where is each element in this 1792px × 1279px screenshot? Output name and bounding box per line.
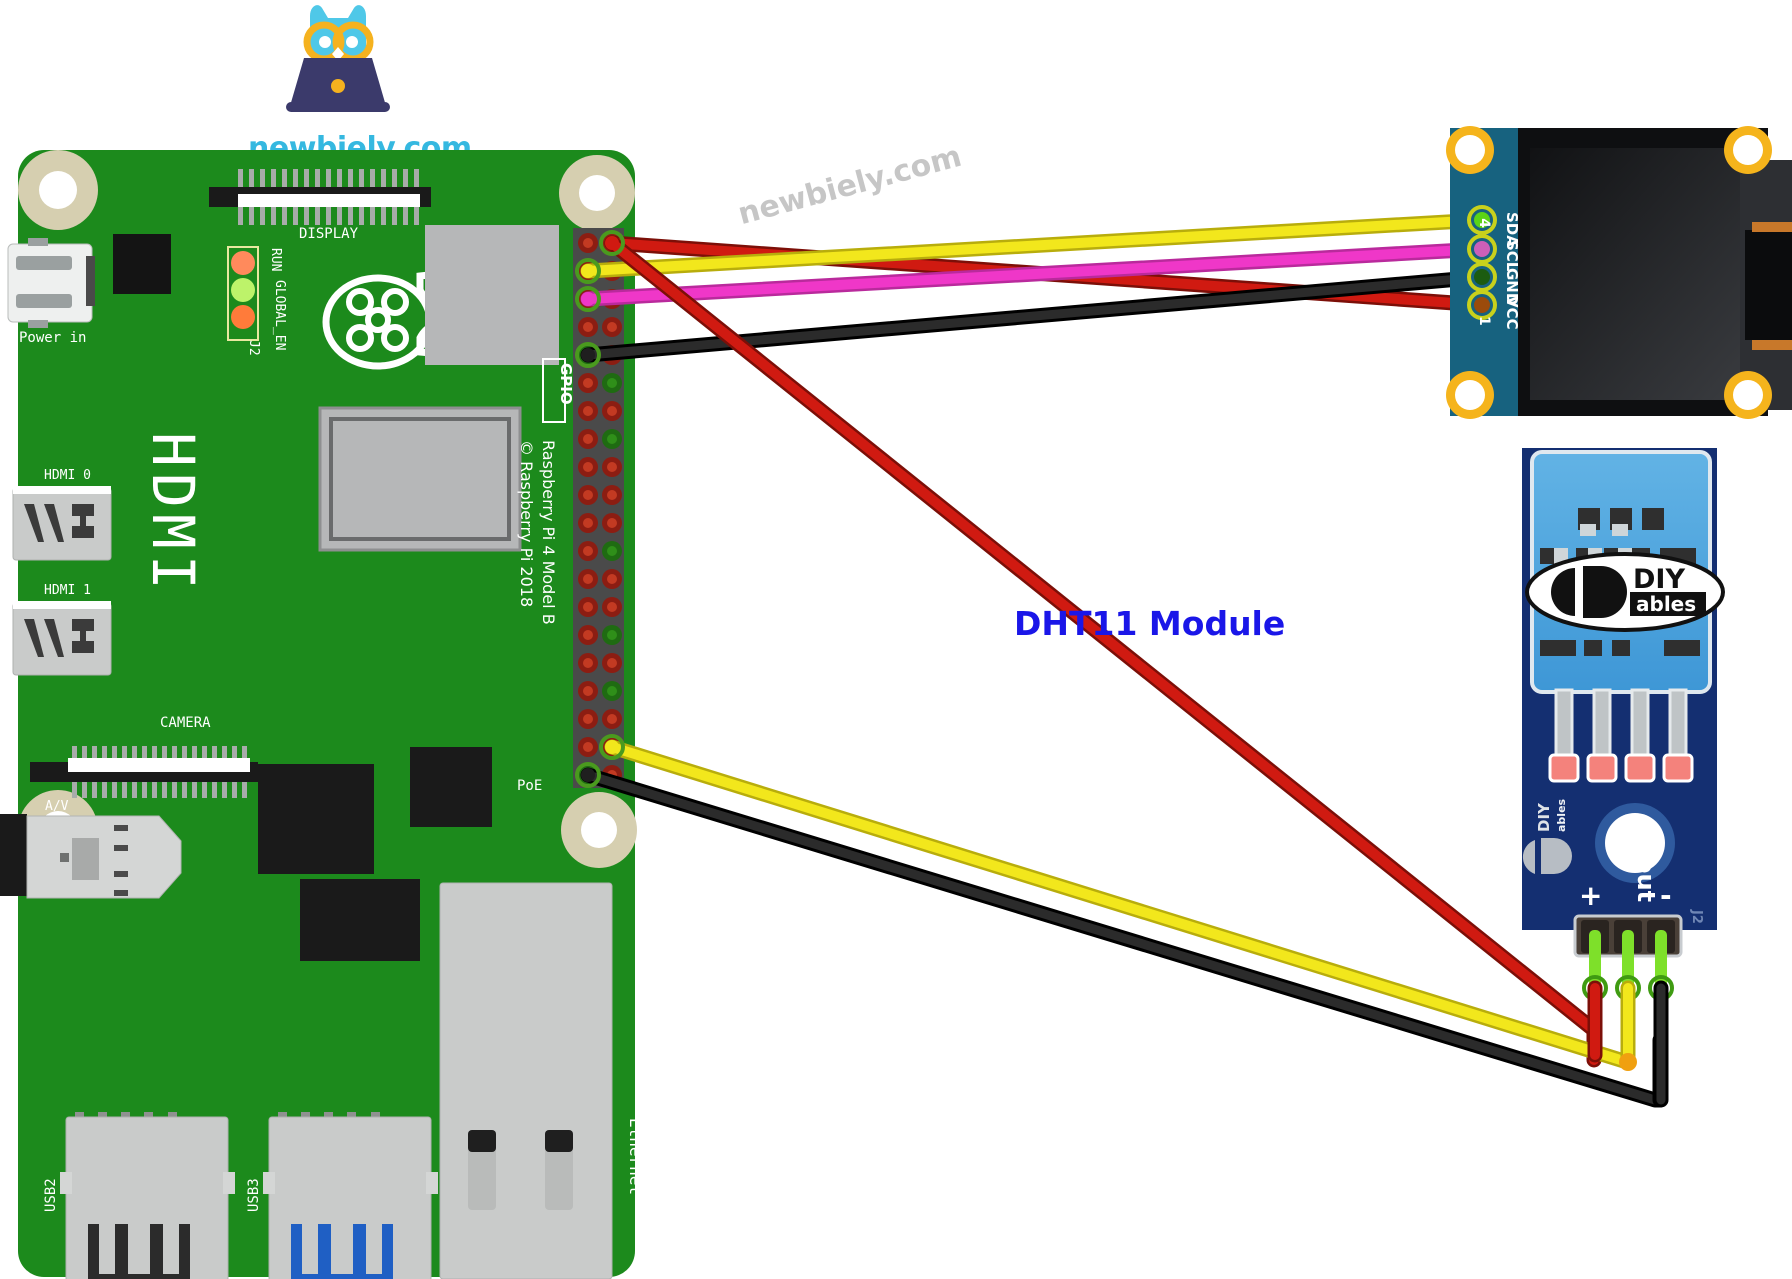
- diyables-logo-oval: DIY ables: [1525, 552, 1725, 632]
- wire-dht11-gnd-black: [580, 767, 1668, 1108]
- label-usb3: USB3: [246, 1178, 262, 1212]
- av-jack: [0, 814, 182, 899]
- chip-usb: [258, 764, 374, 874]
- chip-soc: [318, 406, 522, 552]
- label-hdmi-large: HDMI: [139, 432, 207, 596]
- dht11-sensor: DIY ables: [1525, 450, 1725, 694]
- label-gpio: GPIO: [557, 363, 575, 405]
- mounting-holes: [18, 150, 637, 870]
- raspberry-pi-board: Power in: [0, 150, 645, 1279]
- camera-connector: [30, 746, 258, 798]
- label-power-in: Power in: [19, 330, 86, 346]
- hdmi1-port: [12, 601, 112, 676]
- label-camera: CAMERA: [160, 715, 211, 731]
- dht11-module-annotation: DHT11 Module: [1014, 604, 1286, 643]
- label-run: RUN: [268, 248, 283, 271]
- wire-endcaps-gpio: [575, 230, 625, 788]
- dht11-pin-label-plus: +: [1579, 879, 1602, 912]
- oled-display-module: SDA SCL GND VCC 4 1: [1446, 126, 1792, 419]
- label-av: A/V: [45, 799, 69, 814]
- j2-led-header: [227, 246, 259, 341]
- oled-pin-label-sda: SDA: [1503, 212, 1521, 247]
- label-poe: PoE: [517, 778, 542, 794]
- diyables-diy-text: DIY: [1633, 564, 1685, 595]
- dht11-board-mark: DIY ables: [1522, 798, 1572, 874]
- wire-oled-sda-yellow: [580, 212, 1490, 279]
- dht11-brand-mark: DIY: [1535, 802, 1553, 832]
- oled-pin-number-1: 1: [1476, 316, 1492, 326]
- oled-pin-label-vcc: VCC: [1503, 296, 1521, 330]
- oled-pin-label-gnd: GND: [1503, 268, 1521, 305]
- ethernet-port: [439, 882, 613, 1279]
- dht11-brand-mark2: ables: [1555, 798, 1568, 832]
- chip-misc: [300, 879, 420, 961]
- board-copyright: © Raspberry Pi 2018: [517, 440, 536, 607]
- hdmi0-port: [12, 486, 112, 561]
- gpio-header[interactable]: [573, 228, 624, 788]
- dht11-pin-label-out: out: [1632, 857, 1660, 902]
- dht11-out-wire-joint: [1619, 1053, 1637, 1071]
- label-hdmi-1: HDMI 1: [44, 583, 91, 598]
- chip-pmic: [113, 234, 171, 294]
- diyables-ables-text: ables: [1636, 592, 1696, 616]
- label-display: DISPLAY: [299, 226, 359, 242]
- usb2-port: [60, 1112, 235, 1279]
- power-connector: [7, 238, 95, 328]
- oled-pins[interactable]: [1467, 205, 1497, 320]
- label-ethernet: Ethernet: [626, 1118, 645, 1195]
- usb3-port: [263, 1112, 438, 1279]
- dht11-module: DIY ables DIY ables: [1522, 448, 1725, 1108]
- display-connector: [209, 169, 431, 225]
- chip-ram: [425, 225, 559, 365]
- label-usb2: USB2: [43, 1178, 59, 1212]
- dht11-sensor-legs: [1548, 688, 1694, 783]
- chip-lan: [410, 747, 492, 827]
- oled-pin-label-scl: SCL: [1503, 240, 1521, 272]
- label-global-en: GLOBAL_EN: [272, 280, 287, 350]
- label-hdmi-0: HDMI 0: [44, 468, 91, 483]
- dht11-connector-label-j2: J2: [1689, 909, 1704, 924]
- dht11-pin-label-minus: -: [1660, 879, 1672, 912]
- label-j2: J2: [246, 340, 261, 356]
- wire-dht11-out-yellow: [604, 739, 1635, 1070]
- oled-screen: [1530, 148, 1748, 400]
- oled-pin-number-4: 4: [1476, 218, 1492, 228]
- board-name: Raspberry Pi 4 Model B: [539, 440, 558, 625]
- dht11-wire-stubs: [1587, 980, 1669, 1108]
- owl-with-laptop-icon: [286, 5, 390, 112]
- wire-oled-scl-pink: [580, 241, 1490, 307]
- label-gpio-box: GPIO: [542, 358, 575, 423]
